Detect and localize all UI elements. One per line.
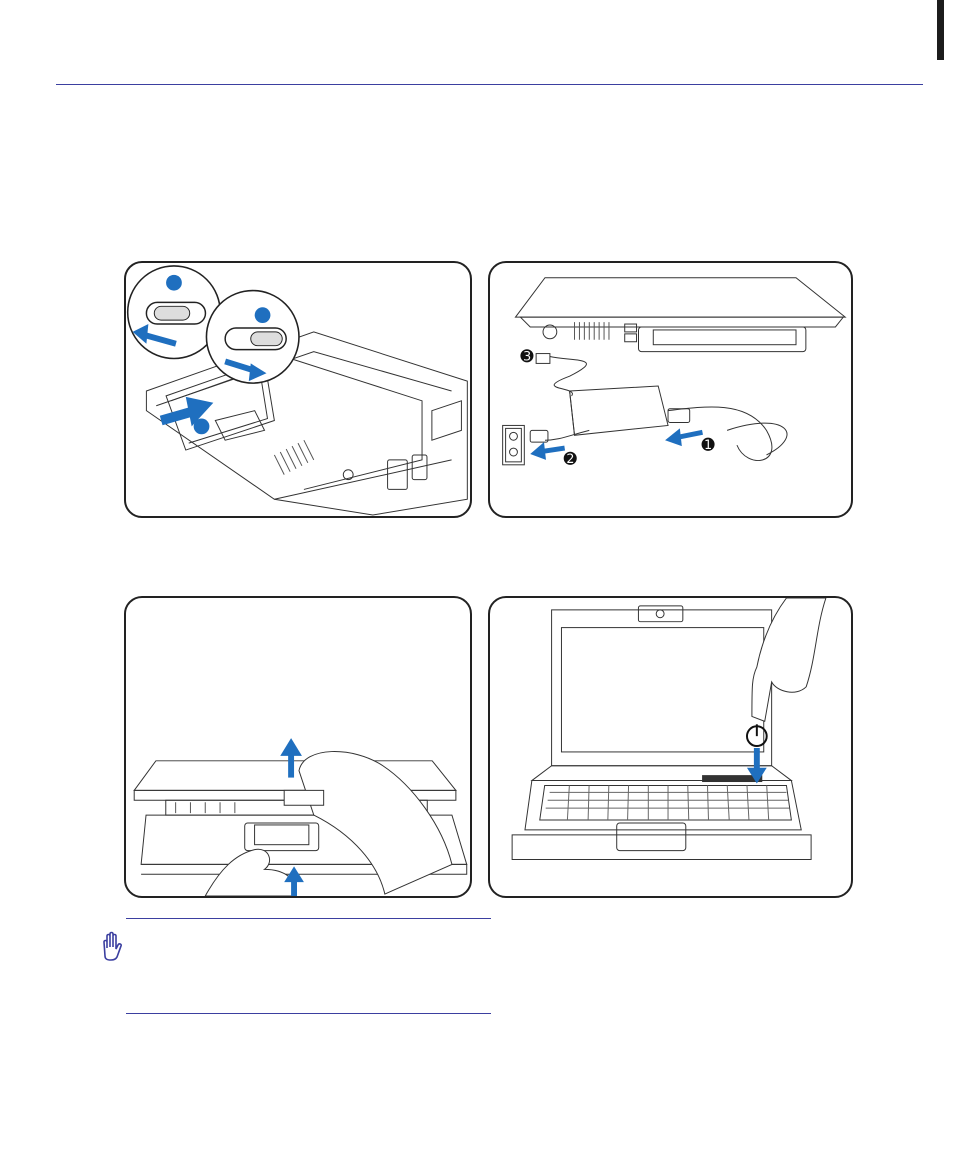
note-rule-top	[126, 918, 491, 919]
callout-3-marker	[194, 419, 210, 435]
figure-open-lid	[124, 596, 472, 898]
note-rule-bottom	[126, 1013, 491, 1014]
power-on-illustration	[490, 598, 851, 896]
ac-power-illustration: ➊ ➋ ➌	[490, 263, 851, 516]
callout-2-marker	[255, 307, 271, 323]
figure-ac-power: ➊ ➋ ➌	[488, 261, 853, 518]
callout-1-marker	[166, 275, 182, 291]
ac-callout-3: ➌	[520, 346, 534, 365]
figure-power-on	[488, 596, 853, 898]
ac-callout-2: ➋	[564, 449, 578, 468]
figure-battery-install	[124, 261, 472, 518]
hand-stop-icon	[96, 930, 126, 962]
header-rule	[56, 84, 923, 85]
ac-callout-1: ➊	[702, 435, 716, 454]
page-edge-tab	[937, 0, 944, 60]
battery-illustration	[126, 263, 470, 516]
open-lid-illustration	[126, 598, 470, 896]
